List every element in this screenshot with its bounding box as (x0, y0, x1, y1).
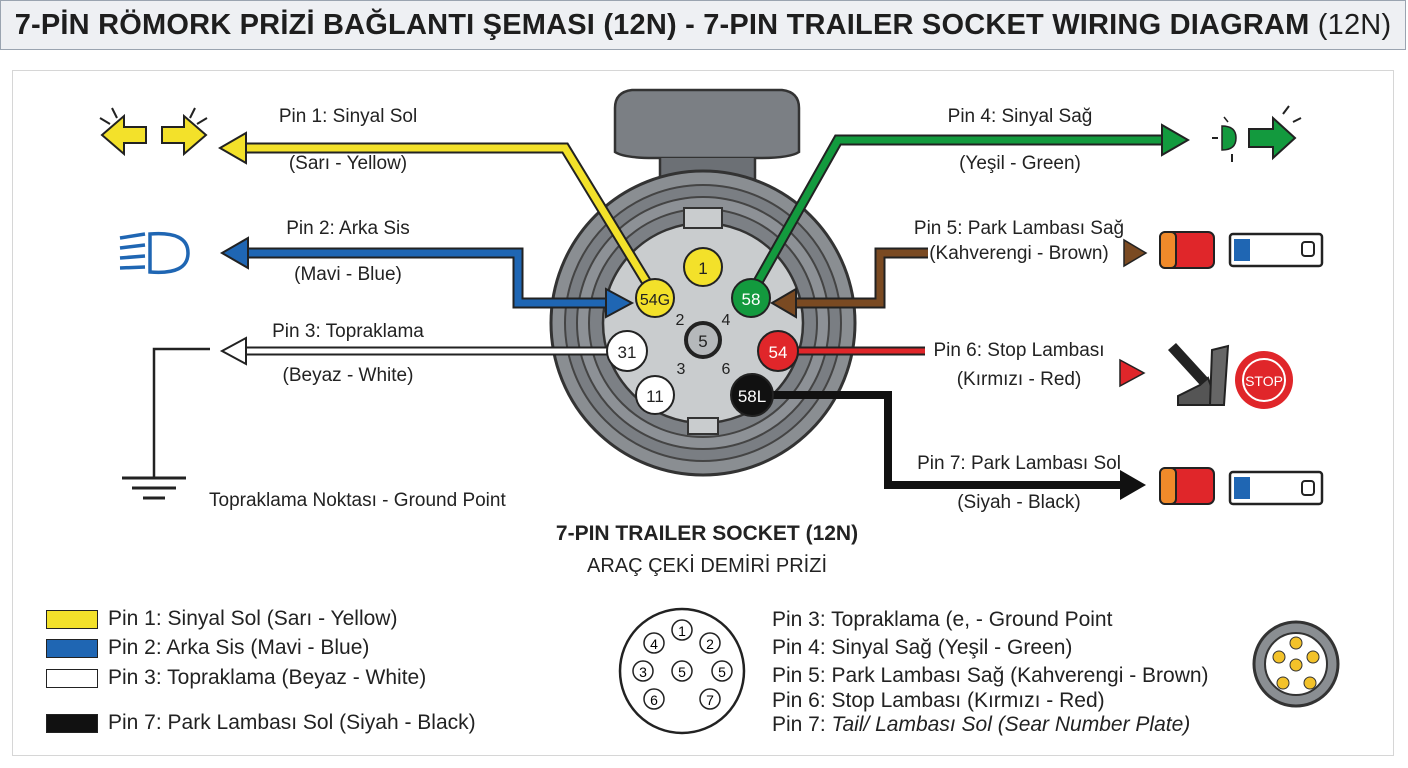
pin2-color: (Mavi - Blue) (294, 264, 402, 285)
pin5-name: Pin 5: Park Lambası Sağ (913, 218, 1125, 239)
pin7-color: (Siyah - Black) (957, 492, 1081, 513)
pin1-name: Pin 1: Sinyal Sol (278, 106, 418, 127)
legend-item-pin3: Pin 3: Topraklama (Beyaz - White) (46, 666, 426, 690)
socket-number-6: 6 (722, 361, 731, 378)
terminal-54g (635, 278, 675, 318)
pin-diagram-2: 2 (706, 636, 714, 652)
pin7-name: Pin 7: Park Lambası Sol (917, 453, 1121, 474)
socket-subtitle: ARAÇ ÇEKİ DEMİRİ PRİZİ (586, 555, 828, 577)
legend-swatch-black (46, 713, 98, 733)
pin5-color: (Kahverengi - Brown) (929, 243, 1109, 264)
legend-right-pin4: Pin 4: Sinyal Sağ (Yeşil - Green) (772, 636, 1073, 659)
wire-pin6 (790, 346, 1146, 388)
pin2-name: Pin 2: Arka Sis (286, 218, 410, 239)
pin-diagram-1: 1 (678, 623, 686, 639)
legend-right-pin7: Pin 7: Tail/ Lambası Sol (Sear Number Pl… (772, 713, 1191, 736)
pin-number-diagram: 1 4 2 3 5 5 6 7 (618, 607, 746, 735)
legend-label-pin2: Pin 2: Arka Sis (Mavi - Blue) (108, 636, 370, 659)
fog-light-icon (119, 231, 190, 275)
terminal-11 (635, 375, 675, 415)
terminal-58l-label: 58L (738, 387, 766, 406)
wire-pin5 (770, 238, 1148, 319)
pin-diagram-4: 4 (650, 636, 658, 652)
socket-face-icon (1252, 620, 1340, 708)
page-title: 7-PİN RÖMORK PRİZİ BAĞLANTI ŞEMASI (12N)… (14, 8, 1392, 41)
tail-lamp-right-icon (1159, 231, 1324, 269)
pin3-color: (Beyaz - White) (282, 365, 414, 386)
legend-right-pin5: Pin 5: Park Lambası Sağ (Kahverengi - Br… (772, 664, 1209, 687)
pin4-name: Pin 4: Sinyal Sağ (947, 106, 1093, 127)
wire-pin1 (217, 131, 660, 299)
stop-sign-text: STOP (1245, 373, 1283, 389)
ground-point-label: Topraklama Noktası - Ground Point (209, 490, 506, 511)
terminal-5-label: 5 (698, 332, 707, 351)
terminal-31 (606, 330, 648, 372)
diagram-frame (12, 70, 1394, 756)
socket-number-4: 4 (722, 312, 731, 329)
legend-label-pin3: Pin 3: Topraklama (Beyaz - White) (108, 666, 427, 689)
tail-lamp-left-icon (1159, 467, 1324, 506)
wire-pin3 (219, 336, 612, 366)
socket-number-3: 3 (677, 361, 686, 378)
legend-right-pin6: Pin 6: Stop Lambası (Kırmızı - Red) (772, 689, 1105, 712)
brake-pedal-icon (1168, 343, 1230, 406)
terminal-54-label: 54 (769, 343, 788, 362)
terminal-54 (757, 330, 799, 372)
pin3-name: Pin 3: Topraklama (272, 321, 424, 342)
stop-sign-icon: STOP (1235, 351, 1293, 409)
legend-item-pin1: Pin 1: Sinyal Sol (Sarı - Yellow) (46, 607, 397, 631)
socket-title: 7-PIN TRAILER SOCKET (12N) (555, 522, 859, 545)
terminal-1 (683, 247, 723, 287)
terminal-54g-label: 54G (640, 292, 670, 309)
legend-label-pin1: Pin 1: Sinyal Sol (Sarı - Yellow) (108, 607, 398, 630)
pin6-color: (Kırmızı - Red) (956, 369, 1082, 390)
pin-diagram-3: 3 (639, 664, 647, 680)
legend-item-pin2: Pin 2: Arka Sis (Mavi - Blue) (46, 636, 369, 660)
turn-signal-right-icon (1212, 105, 1302, 162)
terminal-58l (730, 373, 774, 417)
pin6-name: Pin 6: Stop Lambası (933, 340, 1105, 361)
legend-right-pin3: Pin 3: Topraklama (e, - Ground Point (772, 608, 1113, 631)
terminal-1-label: 1 (698, 259, 707, 278)
socket-terminals: 1 54G 58 31 5 54 11 58L 2 4 3 6 (606, 247, 799, 417)
pin-diagram-6a: 5 (718, 664, 726, 680)
legend-item-pin7: Pin 7: Park Lambası Sol (Siyah - Black) (46, 711, 476, 735)
pin1-color: (Sarı - Yellow) (288, 153, 408, 174)
legend-swatch-yellow (46, 609, 98, 629)
pin4-color: (Yeşil - Green) (959, 153, 1081, 174)
legend-label-pin7: Pin 7: Park Lambası Sol (Siyah - Black) (108, 711, 476, 734)
terminal-58 (731, 278, 771, 318)
pin-diagram-5: 5 (678, 664, 686, 680)
wire-pin4 (745, 123, 1191, 299)
terminal-31-label: 31 (618, 343, 637, 362)
title-bar: 7-PİN RÖMORK PRİZİ BAĞLANTI ŞEMASI (12N)… (0, 0, 1406, 50)
pin-diagram-6: 6 (650, 692, 658, 708)
pin-diagram-7: 7 (706, 692, 714, 708)
wire-pin2 (219, 236, 635, 319)
legend-swatch-white (46, 668, 98, 688)
wire-pin7 (770, 391, 1146, 500)
terminal-58-label: 58 (742, 290, 761, 309)
legend-swatch-blue (46, 638, 98, 658)
ground-symbol-icon (122, 347, 210, 500)
turn-signal-left-icon (99, 107, 208, 157)
socket-lid (613, 88, 801, 160)
terminal-11-label: 11 (646, 387, 664, 406)
terminal-5 (684, 321, 722, 359)
socket-number-2: 2 (676, 312, 685, 329)
